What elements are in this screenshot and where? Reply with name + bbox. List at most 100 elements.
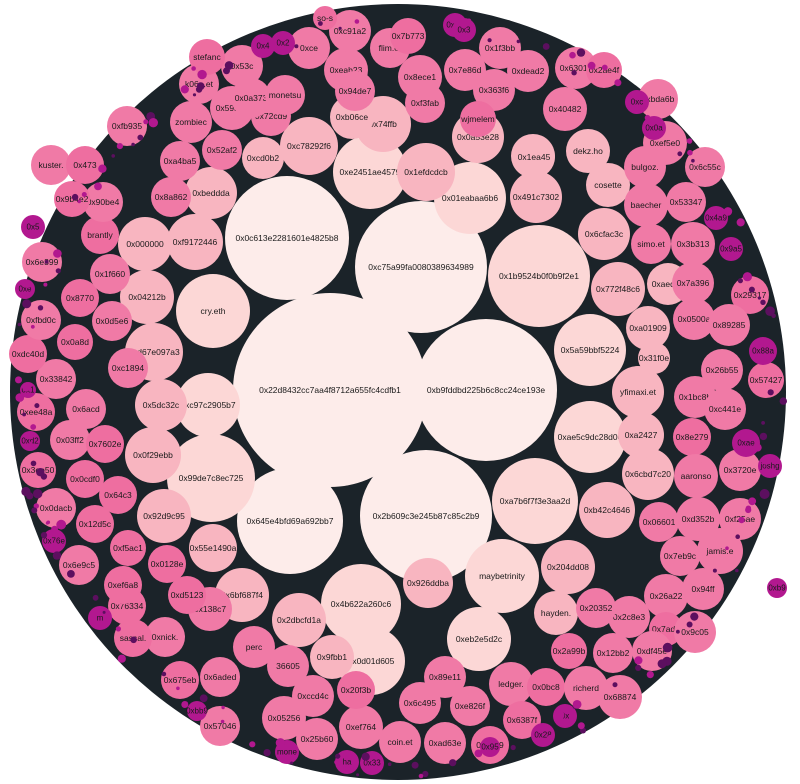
bubble[interactable] — [262, 696, 306, 740]
bubble[interactable] — [233, 293, 427, 487]
bubble[interactable] — [90, 254, 130, 294]
bubble[interactable] — [685, 147, 725, 187]
bubble[interactable] — [666, 182, 706, 222]
bubble[interactable] — [233, 626, 275, 668]
bubble[interactable] — [397, 143, 455, 201]
bubble[interactable] — [329, 10, 371, 52]
bubble[interactable] — [624, 146, 666, 188]
bubble[interactable] — [379, 721, 421, 763]
bubble[interactable] — [22, 242, 62, 282]
bubble[interactable] — [534, 591, 578, 635]
bubble[interactable] — [450, 686, 490, 726]
bubble[interactable] — [460, 101, 496, 137]
bubble[interactable] — [200, 657, 240, 697]
bubble[interactable] — [554, 314, 626, 386]
bubble[interactable] — [673, 298, 715, 340]
bubble[interactable] — [189, 39, 225, 75]
bubble[interactable] — [187, 701, 207, 721]
bubble[interactable] — [638, 79, 678, 119]
bubble[interactable] — [120, 270, 174, 324]
bubble[interactable] — [36, 359, 76, 399]
bubble[interactable] — [424, 656, 466, 698]
bubble[interactable] — [66, 460, 104, 498]
bubble[interactable] — [555, 47, 597, 89]
bubble[interactable] — [638, 342, 670, 374]
bubble[interactable] — [578, 208, 630, 260]
bubble[interactable] — [168, 576, 206, 614]
bubble[interactable] — [20, 431, 40, 451]
bubble[interactable] — [176, 373, 240, 437]
bubble[interactable] — [510, 171, 562, 223]
bubble[interactable] — [267, 645, 309, 687]
bubble[interactable] — [399, 682, 441, 724]
bubble[interactable] — [76, 505, 114, 543]
bubble[interactable] — [424, 722, 466, 764]
bubble[interactable] — [21, 215, 45, 239]
bubble[interactable] — [36, 488, 76, 528]
bubble[interactable] — [170, 101, 212, 143]
bubble[interactable] — [185, 167, 237, 219]
bubble[interactable] — [415, 319, 557, 461]
bubble[interactable] — [644, 574, 688, 618]
bubble[interactable] — [642, 116, 666, 140]
bubble[interactable] — [473, 69, 515, 111]
bubble[interactable] — [50, 420, 90, 460]
bubble[interactable] — [92, 301, 132, 341]
bubble[interactable] — [660, 536, 700, 576]
bubble[interactable] — [31, 145, 71, 185]
bubble[interactable] — [148, 545, 186, 583]
bubble[interactable] — [242, 137, 284, 179]
bubble[interactable] — [403, 558, 453, 608]
bubble[interactable] — [202, 130, 242, 170]
bubble[interactable] — [626, 306, 670, 350]
bubble[interactable] — [107, 106, 147, 146]
bubble[interactable] — [708, 304, 750, 346]
bubble[interactable] — [639, 502, 679, 542]
bubble[interactable] — [176, 274, 250, 348]
bubble[interactable] — [288, 27, 330, 69]
bubble[interactable] — [553, 704, 577, 728]
bubble[interactable] — [676, 497, 720, 541]
bubble[interactable] — [701, 349, 743, 391]
bubble[interactable] — [265, 75, 305, 115]
bubble[interactable] — [576, 588, 616, 628]
bubble[interactable] — [135, 379, 187, 431]
bubble[interactable] — [566, 129, 610, 173]
bubble[interactable] — [543, 87, 587, 131]
bubble[interactable] — [271, 31, 295, 55]
bubble[interactable] — [335, 71, 375, 111]
bubble[interactable] — [110, 530, 146, 566]
bubble[interactable] — [280, 117, 338, 175]
bubble[interactable] — [333, 135, 407, 209]
bubble[interactable] — [321, 564, 401, 644]
bubble[interactable] — [61, 279, 99, 317]
bubble[interactable] — [9, 335, 47, 373]
bubble[interactable] — [489, 662, 533, 706]
bubble[interactable] — [579, 482, 635, 538]
bubble[interactable] — [480, 737, 500, 757]
bubble[interactable] — [608, 596, 650, 638]
bubble[interactable] — [479, 27, 521, 69]
bubble[interactable] — [231, 78, 271, 118]
bubble[interactable] — [452, 18, 476, 42]
bubble[interactable] — [104, 566, 142, 604]
bubble[interactable] — [137, 489, 191, 543]
bubble[interactable] — [631, 224, 671, 264]
bubble[interactable] — [674, 611, 716, 653]
bubble[interactable] — [251, 34, 275, 58]
bubble[interactable] — [151, 177, 191, 217]
bubble[interactable] — [748, 362, 784, 398]
bubble[interactable] — [42, 529, 66, 553]
bubble[interactable] — [390, 18, 426, 54]
bubble[interactable] — [125, 427, 181, 483]
bubble[interactable] — [200, 706, 240, 746]
bubble[interactable] — [189, 524, 237, 572]
bubble[interactable] — [465, 539, 539, 613]
bubble[interactable] — [99, 476, 137, 514]
bubble[interactable] — [118, 217, 172, 271]
bubble[interactable] — [237, 468, 343, 574]
bubble[interactable] — [339, 705, 383, 749]
bubble[interactable] — [88, 606, 112, 630]
bubble[interactable] — [622, 448, 674, 500]
bubble[interactable] — [503, 701, 541, 739]
